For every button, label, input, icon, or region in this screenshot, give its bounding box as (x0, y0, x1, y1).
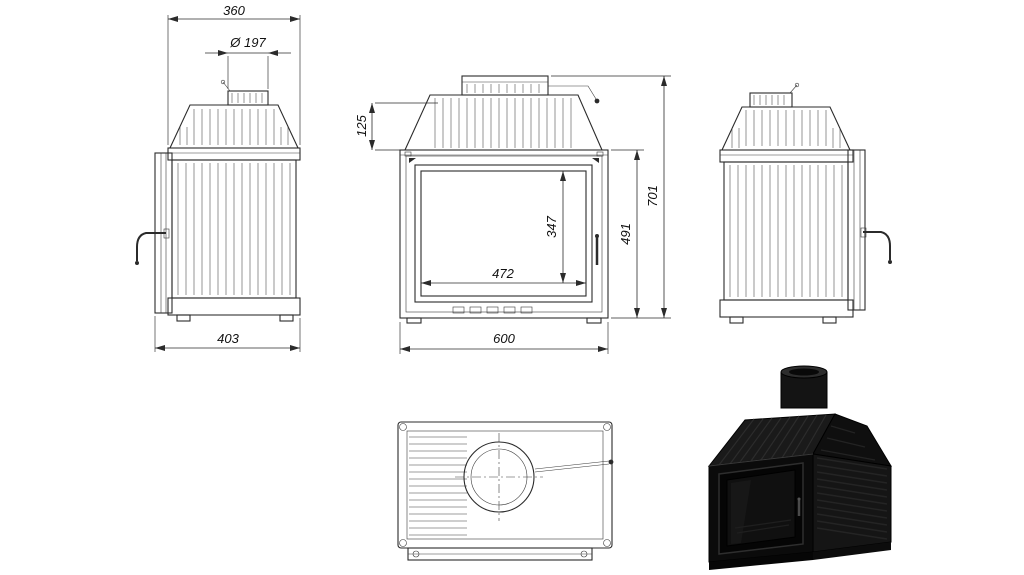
hood (721, 106, 851, 151)
door-handle (135, 228, 170, 265)
flue-collar (461, 75, 549, 96)
top-plate (167, 147, 301, 161)
top-view (397, 421, 614, 561)
dim-label-total-width: 600 (493, 331, 515, 346)
damper-rod (534, 459, 614, 473)
mount-hole (399, 539, 407, 547)
body (723, 161, 849, 301)
side-view-right (719, 82, 892, 324)
door-frame-side (847, 149, 866, 311)
door-body (399, 149, 609, 319)
dim-label-total-height: 701 (645, 185, 660, 207)
top-plate (719, 149, 854, 163)
front-lip (407, 547, 593, 561)
dimension-glass-width: 472 (421, 266, 586, 286)
plinth-front (709, 552, 813, 570)
dimension-base-depth: 403 (154, 316, 301, 352)
door-handle (860, 227, 892, 264)
flue-collar (749, 82, 800, 108)
glass-pane (420, 170, 587, 297)
dimension-top-depth: 360 (167, 3, 301, 145)
top-body (397, 421, 613, 549)
dim-label-glass-height: 347 (544, 215, 559, 237)
front-view: 125 347 472 491 70 (354, 75, 671, 354)
dim-label-door-height: 491 (618, 223, 633, 245)
dimension-door-height: 491 (611, 149, 644, 318)
hood (169, 104, 299, 149)
body (171, 159, 297, 299)
dimension-hood-height: 125 (354, 102, 438, 151)
plinth-right (813, 542, 891, 560)
damper-rod (548, 85, 600, 104)
dimension-total-height: 701 (551, 75, 671, 319)
dim-label-hood-height: 125 (354, 114, 369, 136)
dim-label-top-depth: 360 (223, 3, 245, 18)
dim-label-base-depth: 403 (217, 331, 239, 346)
dimension-flue-diameter: Ø 197 (205, 35, 291, 89)
stove-render (707, 365, 892, 570)
side-view-left: 360 Ø 197 403 (135, 3, 301, 352)
render-3d (707, 365, 892, 570)
mount-hole (603, 423, 611, 431)
vent-slots (452, 306, 533, 314)
door-handle (595, 234, 599, 265)
flue-opening (455, 433, 543, 521)
base (167, 297, 301, 322)
feet (406, 317, 602, 324)
dim-label-flue-diameter: Ø 197 (229, 35, 266, 50)
dim-label-glass-width: 472 (492, 266, 514, 281)
dimension-glass-height: 347 (544, 171, 566, 283)
mount-hole (603, 539, 611, 547)
mount-hole (399, 423, 407, 431)
base (719, 299, 854, 324)
dimension-total-width: 600 (399, 322, 609, 354)
